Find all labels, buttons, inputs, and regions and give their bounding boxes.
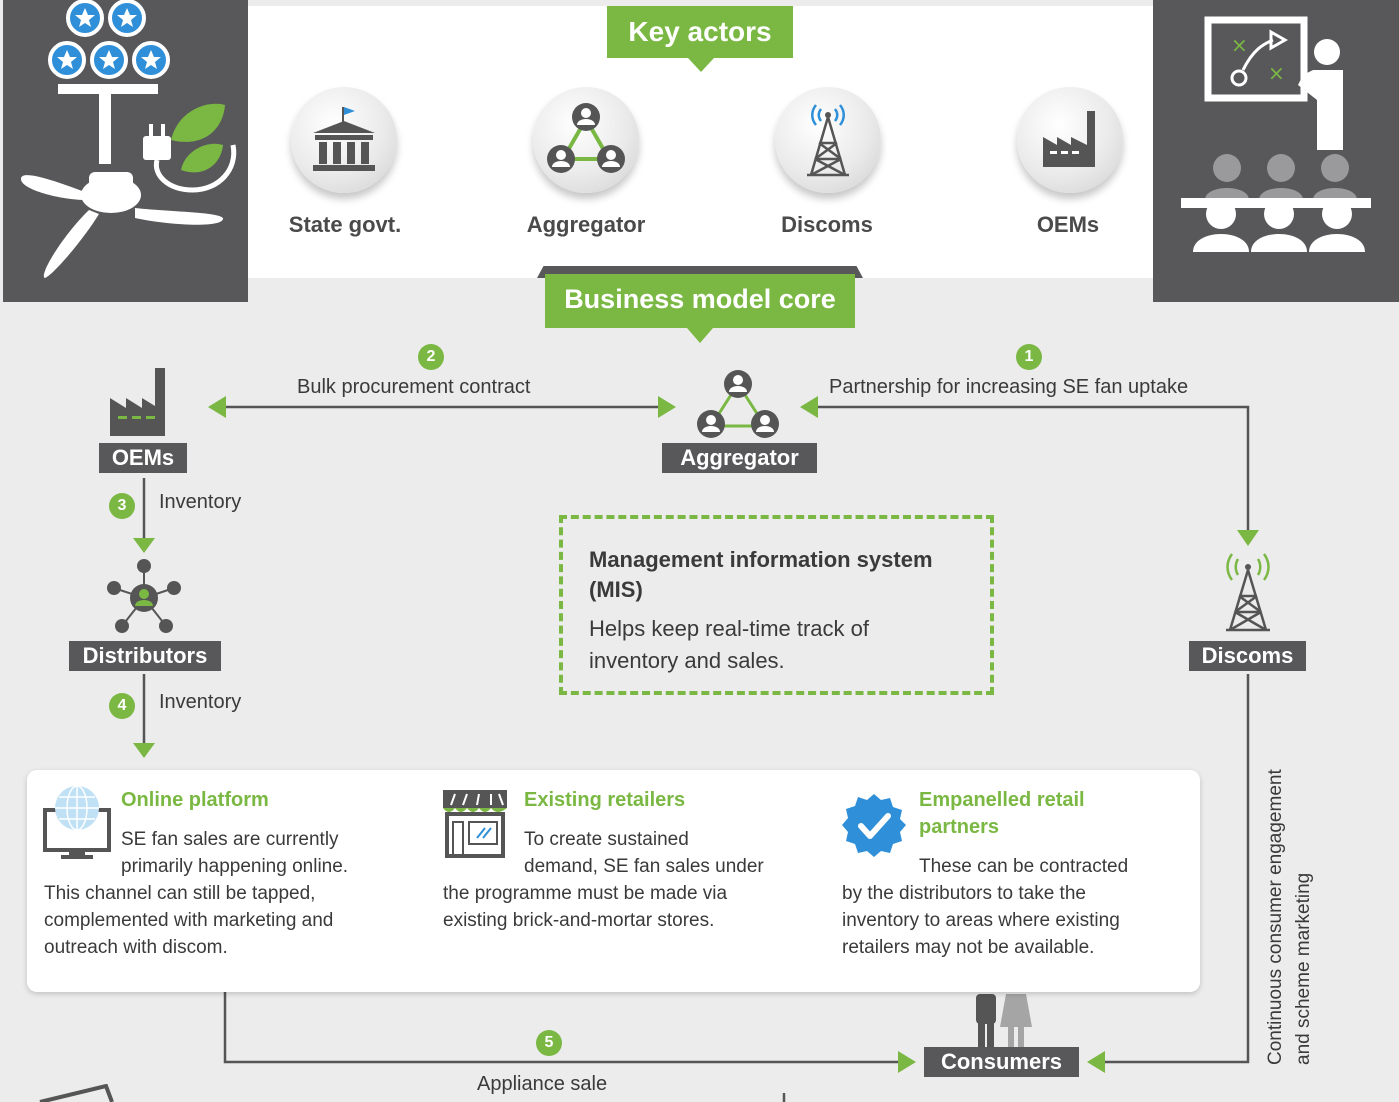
mis-box: Management information system (MIS) Help… bbox=[559, 515, 994, 695]
mis-desc-line2: inventory and sales. bbox=[589, 648, 785, 673]
aggregator-network-icon bbox=[533, 87, 639, 193]
empanelled-line-3: inventory to areas where existing bbox=[842, 910, 1120, 931]
oems-node-label: OEMs bbox=[99, 443, 187, 473]
step-badge-1: 1 bbox=[1016, 344, 1042, 370]
online-line-4: complemented with marketing and bbox=[44, 910, 334, 931]
step-badge-4: 4 bbox=[109, 693, 135, 719]
discoms-node-tower-icon bbox=[1226, 553, 1270, 632]
arrow-right-aggregator bbox=[658, 396, 676, 418]
line-consumer-engagement bbox=[1100, 674, 1250, 1064]
key-actors-title: Key actors bbox=[607, 6, 793, 58]
inventory-label-3: Inventory bbox=[159, 491, 242, 513]
retailers-line-1: To create sustained bbox=[524, 829, 689, 850]
existing-retailers-store-icon bbox=[443, 790, 507, 858]
discoms-node-label: Discoms bbox=[1189, 641, 1306, 671]
actor-label-discoms: Discoms bbox=[781, 212, 873, 237]
existing-retailers-title: Existing retailers bbox=[524, 789, 686, 811]
online-line-1: SE fan sales are currently bbox=[121, 829, 339, 850]
state-govt-icon bbox=[291, 87, 397, 193]
empanelled-line-4: retailers may not be available. bbox=[842, 937, 1095, 958]
mis-title-line1: Management information system bbox=[589, 547, 933, 572]
left-icon-panel bbox=[3, 0, 248, 302]
step-badge-5: 5 bbox=[536, 1030, 562, 1056]
key-actors-pointer bbox=[688, 58, 714, 72]
retailers-line-2: demand, SE fan sales under bbox=[524, 856, 764, 877]
arrow-left-aggregator bbox=[800, 396, 818, 418]
empanelled-line-2: by the distributors to take the bbox=[842, 883, 1086, 904]
online-platform-monitor-icon bbox=[43, 785, 111, 859]
mis-title-line2: (MIS) bbox=[589, 577, 643, 602]
aggregator-node-label: Aggregator bbox=[662, 443, 817, 473]
business-model-core-title: Business model core bbox=[545, 274, 855, 328]
ceiling-fan-plug-icon bbox=[20, 0, 237, 278]
bulk-procurement-label: Bulk procurement contract bbox=[297, 376, 531, 398]
online-platform-text: SE fan sales are currently primarily hap… bbox=[44, 826, 424, 961]
retailers-line-3: the programme must be made via bbox=[443, 883, 728, 904]
inventory-label-4: Inventory bbox=[159, 691, 242, 713]
partial-card-icon bbox=[39, 1084, 114, 1102]
online-line-2: primarily happening online. bbox=[121, 856, 349, 877]
empanelled-verified-badge-icon bbox=[842, 794, 906, 857]
core-tag-pointer bbox=[687, 328, 713, 343]
arrow-down-distributors bbox=[133, 538, 155, 553]
empanelled-line-1: These can be contracted bbox=[919, 856, 1129, 877]
arrow-left-consumers bbox=[1087, 1051, 1105, 1073]
actor-label-state-govt: State govt. bbox=[288, 212, 402, 237]
empanelled-title: Empanelled retail partners bbox=[919, 787, 1085, 841]
oems-factory-icon bbox=[1017, 87, 1123, 193]
training-presentation-icon: × × bbox=[1181, 16, 1371, 252]
sales-channels-card: Online platform SE fan sales are current… bbox=[27, 770, 1200, 992]
online-line-5: outreach with discom. bbox=[44, 937, 228, 958]
mis-title: Management information system (MIS) bbox=[589, 545, 933, 605]
arrow-right-consumers bbox=[898, 1051, 916, 1073]
actor-label-aggregator: Aggregator bbox=[526, 212, 646, 237]
partnership-label: Partnership for increasing SE fan uptake bbox=[829, 376, 1189, 398]
discoms-tower-icon bbox=[775, 87, 881, 193]
arrow-down-channels bbox=[133, 743, 155, 758]
svg-text:×: × bbox=[1231, 33, 1248, 57]
consumer-engagement-vertical-text: Continuous consumer engagement and schem… bbox=[1262, 705, 1318, 1065]
line-appliance-sale bbox=[223, 992, 903, 1064]
retailers-line-4: existing brick-and-mortar stores. bbox=[443, 910, 715, 931]
existing-retailers-text: To create sustained demand, SE fan sales… bbox=[443, 826, 823, 934]
vertical-text-line2: and scheme marketing bbox=[1293, 872, 1314, 1065]
aggregator-node-icon bbox=[697, 370, 779, 438]
online-line-3: This channel can still be tapped, bbox=[44, 883, 316, 904]
mis-description: Helps keep real-time track of inventory … bbox=[589, 613, 869, 677]
oems-node-factory-icon bbox=[110, 368, 165, 436]
appliance-sale-label: Appliance sale bbox=[477, 1073, 608, 1095]
distributors-node-label: Distributors bbox=[69, 641, 221, 671]
mis-desc-line1: Helps keep real-time track of bbox=[589, 616, 869, 641]
empanelled-text: These can be contracted by the distribut… bbox=[842, 853, 1192, 961]
step-badge-2: 2 bbox=[418, 344, 444, 370]
distributors-network-icon bbox=[107, 559, 181, 633]
vertical-text-line1: Continuous consumer engagement bbox=[1265, 769, 1286, 1065]
empanelled-title-line1: Empanelled retail bbox=[919, 789, 1085, 811]
svg-text:×: × bbox=[1268, 61, 1285, 85]
empanelled-title-line2: partners bbox=[919, 816, 1000, 838]
line-partnership bbox=[812, 405, 1250, 535]
step-badge-3: 3 bbox=[109, 493, 135, 519]
online-platform-title: Online platform bbox=[121, 789, 269, 811]
right-icon-panel: × × bbox=[1153, 0, 1399, 302]
arrow-down-discoms bbox=[1237, 530, 1259, 546]
consumers-node-label: Consumers bbox=[924, 1047, 1079, 1077]
arrow-left-oems bbox=[208, 396, 226, 418]
actor-label-oems: OEMs bbox=[1036, 212, 1100, 237]
